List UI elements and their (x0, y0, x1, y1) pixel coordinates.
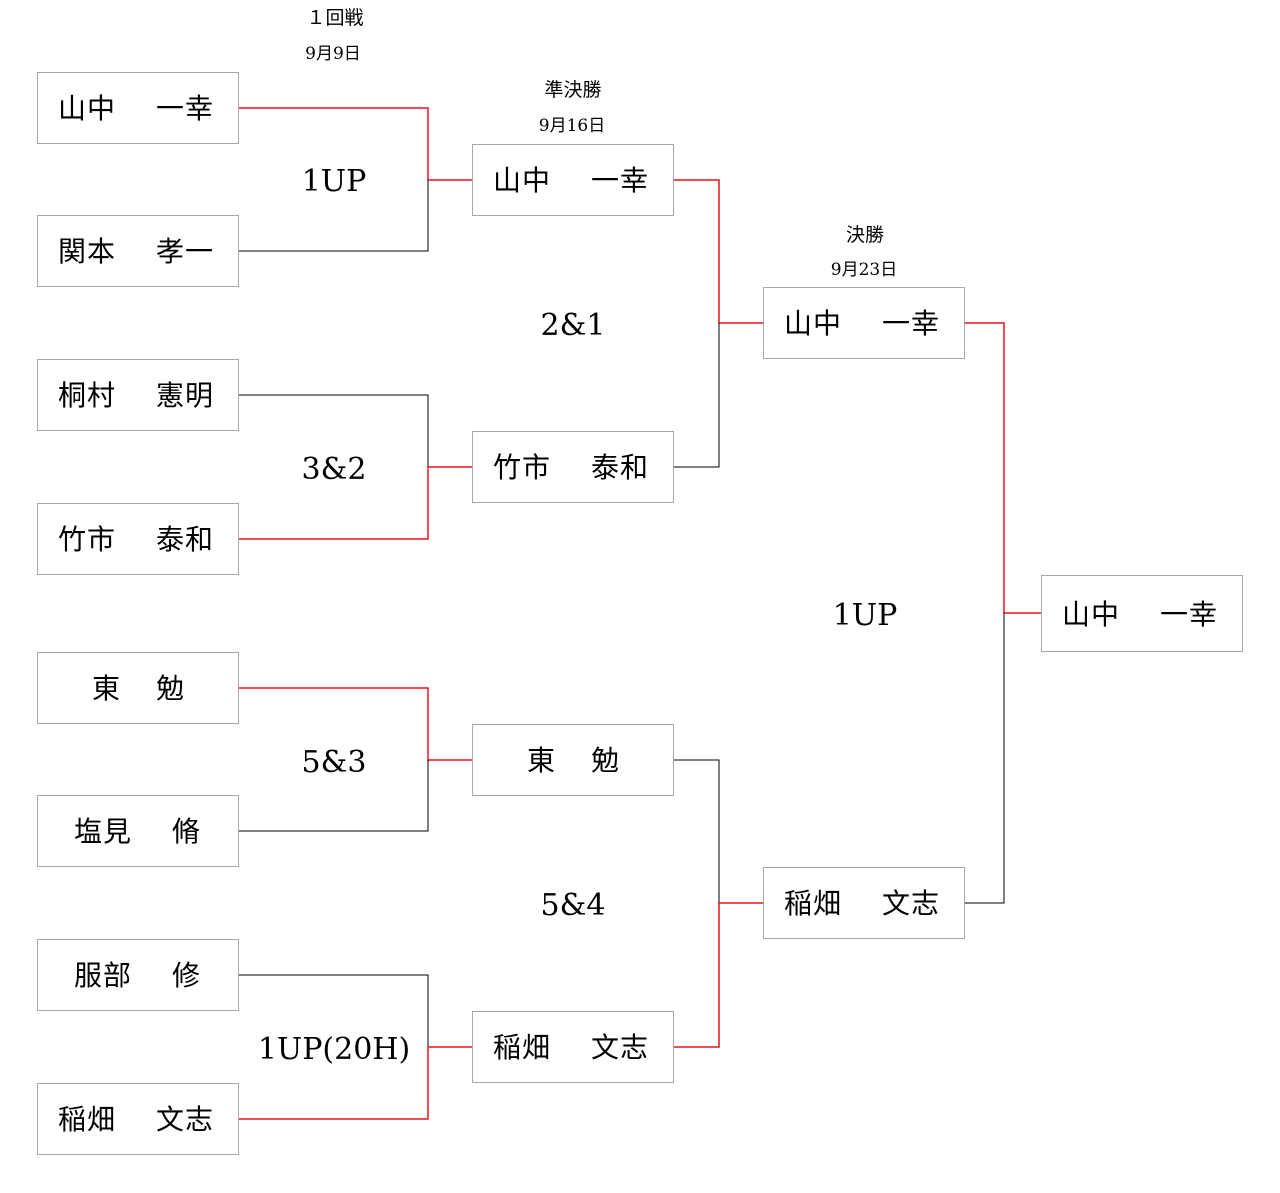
semifinalist-box-3: 東 勉 (472, 724, 674, 796)
player-surname: 桐村 (58, 379, 117, 412)
player-box-6: 塩見 脩 (37, 795, 239, 867)
match-score: 1UP (301, 164, 367, 199)
player-surname: 東 (92, 672, 122, 705)
bracket-line-lose (674, 323, 720, 468)
player-given-name: 文志 (156, 1103, 215, 1136)
player-given-name: 修 (172, 959, 202, 992)
finalist-box-2: 稲畑 文志 (763, 867, 965, 939)
player-box-3: 桐村 憲明 (37, 359, 239, 431)
player-surname: 竹市 (493, 451, 552, 484)
champion-surname: 山中 (1062, 598, 1121, 631)
player-given-name: 泰和 (591, 451, 650, 484)
player-given-name: 勉 (156, 672, 186, 705)
champion-box: 山中 一幸 (1041, 575, 1243, 652)
player-surname: 竹市 (58, 523, 117, 556)
bracket-line-lose (239, 180, 429, 252)
bracket-line-lose (965, 613, 1005, 904)
player-surname: 東 (527, 744, 557, 777)
bracket-line-lose (239, 760, 429, 832)
bracket-line-win (239, 466, 473, 540)
player-given-name: 憲明 (156, 379, 215, 412)
player-box-2: 関本 孝一 (37, 215, 239, 287)
player-given-name: 泰和 (156, 523, 215, 556)
player-box-7: 服部 修 (37, 939, 239, 1011)
semifinal-date: 9月16日 (538, 116, 606, 136)
bracket-line-win (239, 687, 473, 761)
player-box-8: 稲畑 文志 (37, 1083, 239, 1155)
match-score: 3&2 (301, 452, 367, 487)
player-surname: 関本 (58, 235, 117, 268)
player-given-name: 勉 (591, 744, 621, 777)
bracket-line-win (239, 107, 473, 181)
bracket-line-lose (674, 759, 720, 903)
player-given-name: 一幸 (882, 307, 941, 340)
match-score: 5&4 (540, 888, 606, 923)
bracket-line-win (239, 1046, 473, 1120)
round1-title: １回戦 (306, 7, 364, 29)
player-given-name: 脩 (172, 815, 202, 848)
match-score: 1UP (832, 598, 898, 633)
player-surname: 稲畑 (58, 1103, 117, 1136)
bracket-line-lose (239, 394, 429, 467)
player-surname: 稲畑 (784, 887, 843, 920)
bracket-line-win (965, 322, 1041, 614)
round1-date: 9月9日 (305, 44, 361, 64)
player-surname: 山中 (58, 92, 117, 125)
match-score: 1UP(20H) (257, 1032, 411, 1067)
bracket-line-win (674, 179, 764, 324)
player-box-4: 竹市 泰和 (37, 503, 239, 575)
player-given-name: 一幸 (156, 92, 215, 125)
player-box-1: 山中 一幸 (37, 72, 239, 144)
bracket-line-win (674, 902, 764, 1048)
player-surname: 稲畑 (493, 1031, 552, 1064)
bracket-line-lose (239, 974, 429, 1047)
final-title: 決勝 (845, 224, 885, 246)
semifinalist-box-1: 山中 一幸 (472, 144, 674, 216)
semifinalist-box-2: 竹市 泰和 (472, 431, 674, 503)
final-date: 9月23日 (830, 260, 898, 280)
player-given-name: 孝一 (156, 235, 215, 268)
player-given-name: 一幸 (591, 164, 650, 197)
player-surname: 山中 (493, 164, 552, 197)
match-score: 2&1 (540, 308, 606, 343)
player-surname: 塩見 (74, 815, 133, 848)
semifinal-title: 準決勝 (544, 79, 602, 101)
player-surname: 山中 (784, 307, 843, 340)
finalist-box-1: 山中 一幸 (763, 287, 965, 359)
champion-given-name: 一幸 (1160, 598, 1219, 631)
match-score: 5&3 (301, 745, 367, 780)
semifinalist-box-4: 稲畑 文志 (472, 1011, 674, 1083)
player-surname: 服部 (74, 959, 133, 992)
player-box-5: 東 勉 (37, 652, 239, 724)
player-given-name: 文志 (591, 1031, 650, 1064)
player-given-name: 文志 (882, 887, 941, 920)
